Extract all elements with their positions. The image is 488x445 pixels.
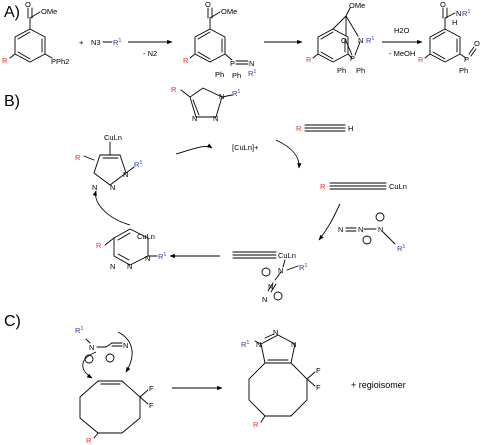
b-metallacycle-r-label: R [96,241,102,250]
a2-ph-label-1: Ph [215,70,224,79]
b2-n2-label: N [92,183,97,192]
b-alkyne-h-label: H [348,124,353,133]
b1-r-label: R [171,85,177,94]
b-metallacycle-culn-label: CuLn [137,232,155,241]
a2-oxygen-label: O [205,0,211,9]
b-acetylide-r-label: R [320,182,326,191]
a4-p-label: P [464,55,469,64]
a3-n-label: N [358,36,363,45]
c1-n1-label: N [89,343,94,352]
a4-p-oxygen-label: O [474,39,480,48]
b-complex-r1-label: R1 [299,263,307,272]
c2-n2-label: N [273,328,278,337]
panel-label-c: C) [4,313,21,330]
panel-label-b: B) [4,93,20,110]
b-metallacycle-n3-label: N [145,254,150,263]
a2-ome-label: OMe [221,7,237,16]
c1-n3-label: N [123,341,128,350]
b-acetylide-culn-label: CuLn [389,182,407,191]
b-copper-metallacycle [104,228,158,266]
c2-f2-label: F [316,383,321,392]
a3-ome-label: OMe [349,1,365,10]
b-azide-r1-label: R1 [397,244,405,253]
a3-oxygen-label: O [341,36,347,45]
a2-p-label: P [230,59,235,68]
a-amide-product [424,7,477,63]
a2-ph-label-2: Ph [232,71,241,80]
b-complex-n2-label: N [268,282,273,291]
b-arrow-azide-coordination [318,203,341,241]
c-fused-triazole-product [248,333,316,423]
b-triazole-product [180,87,233,118]
a2-n-label: N [249,59,254,68]
a-cyclic-intermediate [312,7,361,63]
a3-ph-label-2: Ph [356,66,365,75]
a-reactant-phosphine [9,7,53,63]
a-oxygen-label: O [25,0,31,9]
c2-n3-label: N [291,340,296,349]
b-organic-azide [345,212,396,245]
b2-n1-label: N [123,170,128,179]
c1-f1-label: F [149,384,154,393]
b1-n3-label: N [192,114,197,123]
a4-r-label: R [418,55,424,64]
c2-n1-label: N [256,340,261,349]
b-complex-culn-label: CuLn [278,251,296,260]
a3-r-label: R [306,55,312,64]
a4-n-label: N [456,9,461,18]
a4-h-label: H [452,18,457,27]
b1-n1-label: N [219,92,224,101]
b-metallacycle-n2-label: N [127,262,132,271]
c1-r1-label: R1 [75,326,83,335]
b-complex-n3-label: N [262,295,267,304]
b2-r-label: R [75,153,81,162]
a-condition-minus-meoh: - MeOH [389,49,415,58]
a-r-label: R [2,56,8,65]
a3-p-label: P [350,54,355,63]
a3-r1-label: R1 [366,36,374,45]
b-azide-acetylide-complex [232,251,299,301]
a-azide-n3-label: N3 [91,38,101,47]
b-arrow-alkyne-coordination [275,139,302,169]
b-azide-n3-label: N [378,225,383,234]
b2-n3-label: N [110,183,115,192]
c-azide-cyclooctyne [79,331,149,439]
b-arrow-ring-contraction [92,190,131,226]
a-azide-r1-label: R1 [113,38,121,47]
a-pph2-label: PPh2 [51,57,69,66]
c-regioisomer-label: + regioisomer [351,380,406,390]
b-copper-triazolide [83,141,135,186]
a4-r1-label: R1 [462,9,470,18]
c1-r-label: R [86,436,92,445]
b-complex-n1-label: N [278,266,283,275]
a-plus-sign: + [79,38,84,47]
c2-r1-label: R1 [241,340,249,349]
b-azide-n1-label: N [338,225,343,234]
c2-r-label: R [253,420,259,429]
b-metallacycle-r1-label: R1 [158,252,166,261]
b-azide-n2-label: N [358,225,363,234]
b-metallacycle-n1-label: N [110,262,115,271]
a2-r-label: R [183,56,189,65]
b-cu-catalyst-label: [CuLn]+ [232,143,259,152]
b1-r1-label: R1 [232,89,240,98]
a-ome-label: OMe [41,7,57,16]
a-condition-minus-n2: - N2 [143,49,157,58]
a-iminophosphorane [189,7,249,65]
c1-f2-label: F [149,401,154,410]
b2-culn-label: CuLn [104,133,122,142]
b-alkyne-r-label: R [296,124,302,133]
b1-n2-label: N [213,114,218,123]
a3-ph-label-1: Ph [337,66,346,75]
a-condition-water: H2O [394,26,410,35]
a4-ph2-label: Ph [459,66,468,75]
b2-r1-label: R1 [134,160,142,169]
b-arrow-release [175,143,213,155]
a4-oxygen-label: O [440,0,446,9]
a2-r1-label: R1 [248,69,256,78]
panel-label-a: A) [4,4,20,21]
c2-f1-label: F [316,366,321,375]
